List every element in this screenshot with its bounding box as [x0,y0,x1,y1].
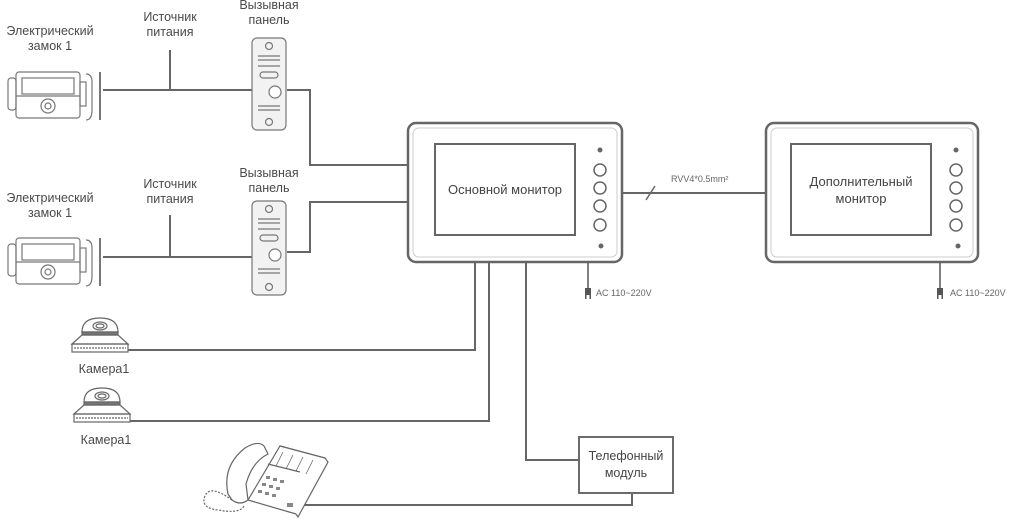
power-2-label-line1: Источник [143,177,197,191]
power-1-label-line1: Источник [143,10,197,24]
main-monitor-label: Основной монитор [447,182,563,197]
lock-2-label-line1: Электрический [6,191,94,205]
call-panel-icon [251,200,287,296]
extra-monitor-power-label: AC 110~220V [950,288,1006,298]
plug-icon [937,288,943,299]
main-monitor-power-label: AC 110~220V [596,288,652,298]
main-monitor-icon [406,121,624,264]
extra-monitor-label-line1: Дополнительный [809,174,913,189]
power-2-label-line2: питания [146,192,194,206]
lock-1-label-line1: Электрический [6,24,94,38]
power-2-label: Источник питания [125,177,215,207]
camera-1-label: Камера1 [78,362,130,376]
lock-2-label-line2: замок 1 [27,206,73,220]
phone-module-box: Телефонный модуль [578,436,674,494]
call-panel-2-label: Вызывная панель [224,166,314,196]
wire-phonemodule-phone [290,493,633,506]
power-1-label-line2: питания [146,25,194,39]
electric-lock-icon [7,237,101,287]
wire-panel1-monitor [287,89,408,166]
call-panel-2-label-line2: панель [248,181,290,195]
lock-1-label-line2: замок 1 [27,39,73,53]
phone-module-label-line1: Телефонный [588,449,664,463]
call-panel-2-label-line1: Вызывная [239,166,299,180]
dome-camera-icon [72,387,132,423]
call-panel-1-label: Вызывная панель [224,0,314,28]
telephone-icon [203,442,329,519]
cable-spec-label: RVV4*0.5mm² [671,174,729,184]
dome-camera-icon [70,317,130,353]
wire-camera2-monitor [130,262,490,422]
wire-panel2-monitor [287,201,408,253]
lock-2-label: Электрический замок 1 [0,191,100,221]
plug-icon [585,288,591,299]
phone-module-label-line2: модуль [604,466,648,480]
wire-monitor-phonemodule [525,262,578,461]
call-panel-1-label-line2: панель [248,13,290,27]
camera-2-label: Камера1 [80,433,132,447]
power-1-label: Источник питания [125,10,215,40]
lock-1-label: Электрический замок 1 [0,24,100,54]
extra-monitor-label: Дополнительный монитор [791,173,931,207]
wire-camera1-monitor [128,262,476,351]
electric-lock-icon [7,71,101,121]
extra-monitor-label-line2: монитор [835,191,887,206]
call-panel-icon [251,37,287,131]
extra-monitor-icon [764,121,980,264]
cable-slash [645,185,656,201]
call-panel-1-label-line1: Вызывная [239,0,299,12]
